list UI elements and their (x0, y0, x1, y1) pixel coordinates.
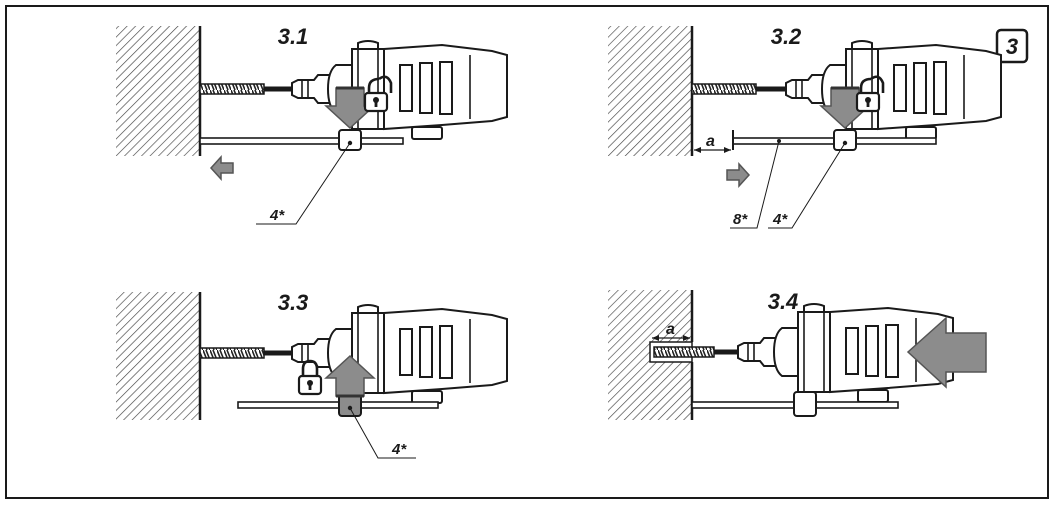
callout-label: 4* (269, 207, 285, 224)
callout-label: 4* (391, 441, 407, 458)
drill-bit (199, 347, 265, 359)
step-3-1: 4* 3.1 (116, 24, 508, 225)
figure-number: 3 (1006, 34, 1018, 59)
figure-number-badge: 3 (995, 28, 1029, 64)
push-arrow-icon (906, 316, 987, 389)
depth-stop-button (793, 391, 817, 417)
callout-label: 4* (772, 211, 788, 228)
depth-stop-rod (199, 137, 404, 145)
wall (608, 26, 692, 156)
figure-frame (5, 5, 1049, 499)
step-3-4: a 3.4 (608, 289, 987, 420)
step-3-3: 4* 3.3 (116, 290, 508, 459)
callout-label: 8* (733, 211, 748, 228)
step-label: 3.3 (278, 290, 309, 315)
depth-stop-button (833, 129, 857, 151)
dimension-label: a (666, 321, 675, 338)
wall (116, 292, 200, 420)
dimension-a: a (694, 133, 731, 153)
drill-bit (653, 346, 715, 358)
step-3-2: a 8* 4* 3.2 (608, 24, 1002, 229)
step-label: 3.2 (771, 24, 802, 49)
dimension-a: a (652, 321, 690, 341)
wall (116, 26, 200, 156)
lock-closed-icon (297, 359, 323, 396)
drill-bit (199, 83, 265, 95)
dimension-label: a (706, 133, 715, 150)
step-label: 3.4 (768, 289, 799, 314)
move-right-arrow-icon (726, 163, 750, 187)
step-label: 3.1 (278, 24, 309, 49)
depth-stop-button (338, 129, 362, 151)
drill-bit (691, 83, 757, 95)
move-left-arrow-icon (210, 156, 234, 180)
